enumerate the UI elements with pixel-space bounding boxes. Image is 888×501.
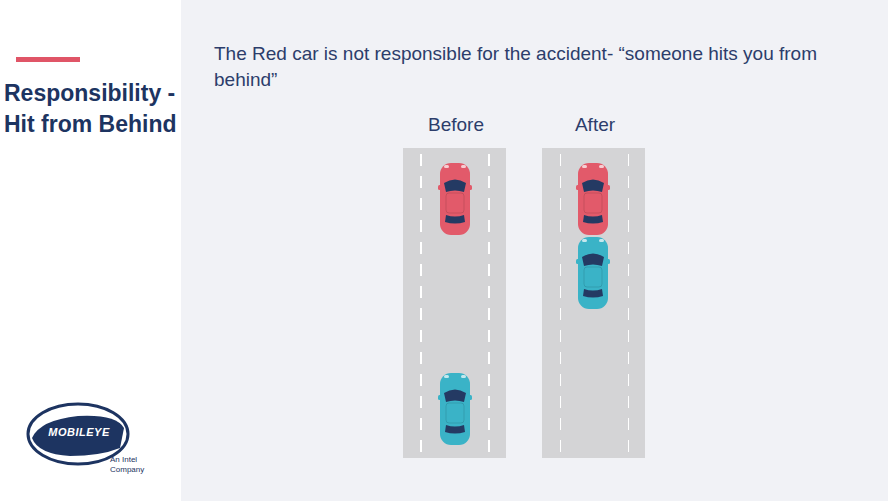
slide-title: Responsibility - Hit from Behind — [4, 78, 180, 140]
panel-label: After — [543, 114, 647, 136]
logo-tagline: An Intel Company — [110, 455, 160, 475]
road-after — [542, 148, 645, 458]
red-car — [576, 163, 610, 235]
logo-wordmark: MOBILEYE — [36, 426, 122, 438]
red-car — [438, 163, 472, 235]
statement: The Red car is not responsible for the a… — [214, 41, 824, 93]
blue-car — [576, 237, 610, 309]
road-before — [403, 148, 506, 458]
panel-label: Before — [404, 114, 508, 136]
accent-bar — [16, 57, 80, 62]
content-panel — [181, 0, 888, 501]
blue-car — [438, 373, 472, 445]
